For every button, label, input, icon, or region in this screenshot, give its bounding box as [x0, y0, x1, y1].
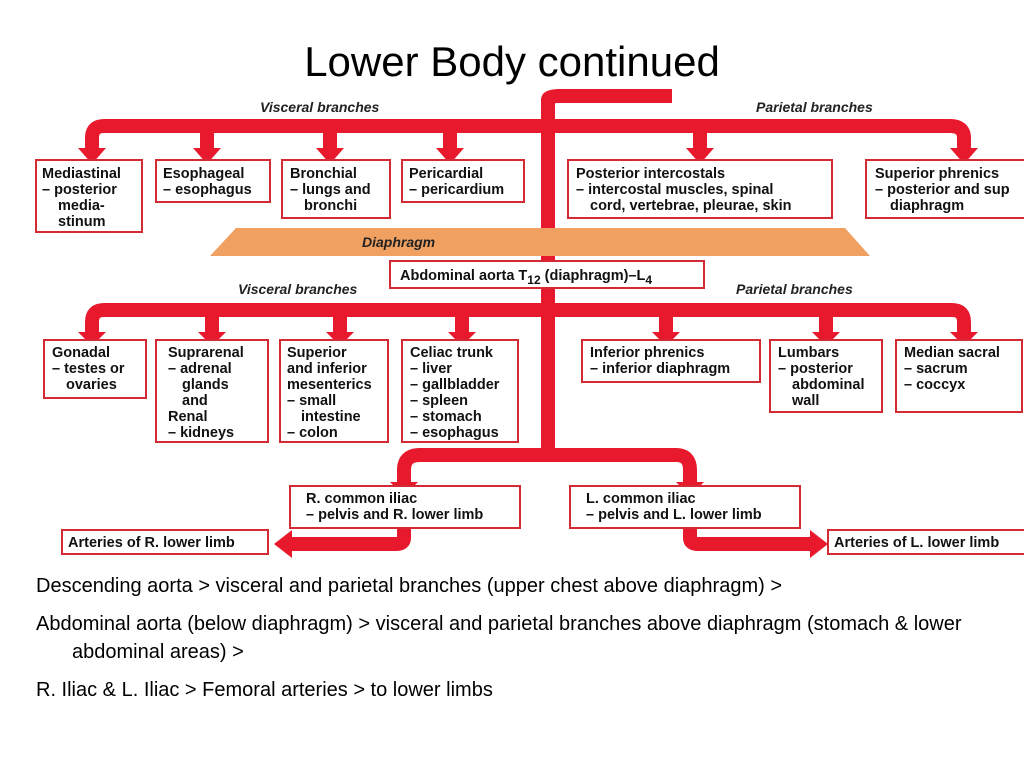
svg-text:L. common iliac– pelvis and L.: L. common iliac– pelvis and L. lower lim… [586, 491, 762, 523]
box-pericardial: Pericardial– pericardium [401, 159, 525, 203]
box-r-common-iliac: R. common iliac– pelvis and R. lower lim… [289, 485, 521, 529]
upper-arteries [85, 89, 971, 551]
svg-text:Celiac trunk– liver– gallbladd: Celiac trunk– liver– gallbladder– spleen… [410, 345, 500, 441]
label-visceral-upper: Visceral branches [260, 99, 380, 115]
summary-line-2: Abdominal aorta (below diaphragm) > visc… [36, 613, 962, 663]
arrow-pericardial [436, 148, 464, 164]
iliac-bifurcation [397, 448, 697, 484]
slide-title: Lower Body continued [304, 38, 720, 85]
aortic-arch [541, 89, 672, 104]
box-r-lower-limb: Arteries of R. lower limb [61, 529, 269, 555]
label-parietal-lower: Parietal branches [736, 281, 853, 297]
summary-line-1: Descending aorta > visceral and parietal… [36, 575, 782, 597]
diaphragm-band [210, 228, 870, 256]
box-inferior-phrenics: Inferior phrenics– inferior diaphragm [581, 339, 761, 383]
lower-trunk [85, 303, 971, 336]
svg-text:Posterior intercostals– interc: Posterior intercostals– intercostal musc… [576, 166, 791, 214]
svg-text:Inferior phrenics– inferior di: Inferior phrenics– inferior diaphragm [590, 345, 730, 377]
arrow-sup-phrenics [950, 148, 978, 164]
svg-text:Arteries of R. lower limb: Arteries of R. lower limb [68, 535, 235, 551]
label-diaphragm: Diaphragm [362, 234, 435, 250]
abdominal-aorta-label: Abdominal aorta T12 (diaphragm)–L4 [400, 268, 652, 287]
box-celiac-trunk: Celiac trunk– liver– gallbladder– spleen… [401, 339, 519, 443]
svg-text:Esophageal– esophagus: Esophageal– esophagus [163, 166, 252, 198]
box-l-common-iliac: L. common iliac– pelvis and L. lower lim… [569, 485, 801, 529]
r-limb-artery [290, 528, 411, 551]
box-esophageal: Esophageal– esophagus [155, 159, 271, 203]
svg-text:Superior phrenics– posterior a: Superior phrenics– posterior and supdiap… [875, 166, 1010, 214]
arterial-branches-diagram: Visceral branches Parietal branches Visc… [35, 89, 1024, 558]
arrow-r-limb [274, 530, 292, 558]
svg-text:Pericardial– pericardium: Pericardial– pericardium [409, 166, 504, 198]
svg-text:Median sacral– sacrum– coccyx: Median sacral– sacrum– coccyx [904, 345, 1000, 393]
box-l-lower-limb: Arteries of L. lower limb [827, 529, 1024, 555]
l-limb-artery [683, 528, 812, 551]
label-parietal-upper: Parietal branches [756, 99, 873, 115]
summary-text: Descending aorta > visceral and parietal… [36, 572, 1006, 714]
abdominal-aorta-box [389, 260, 705, 289]
svg-text:Arteries of L. lower limb: Arteries of L. lower limb [834, 535, 999, 551]
svg-text:R. common iliac– pelvis and R.: R. common iliac– pelvis and R. lower lim… [306, 491, 483, 523]
box-median-sacral: Median sacral– sacrum– coccyx [895, 339, 1023, 413]
summary-line-3: R. Iliac & L. Iliac > Femoral arteries >… [36, 679, 493, 701]
upper-trunk [85, 119, 971, 152]
label-visceral-lower: Visceral branches [238, 281, 358, 297]
box-posterior-intercostals: Posterior intercostals– intercostal musc… [567, 159, 833, 219]
arrow-bronchial [316, 148, 344, 164]
arrow-intercostal [686, 148, 714, 164]
arrow-mediastinal [78, 148, 106, 164]
arrow-esophageal [193, 148, 221, 164]
arrow-l-limb [810, 530, 828, 558]
